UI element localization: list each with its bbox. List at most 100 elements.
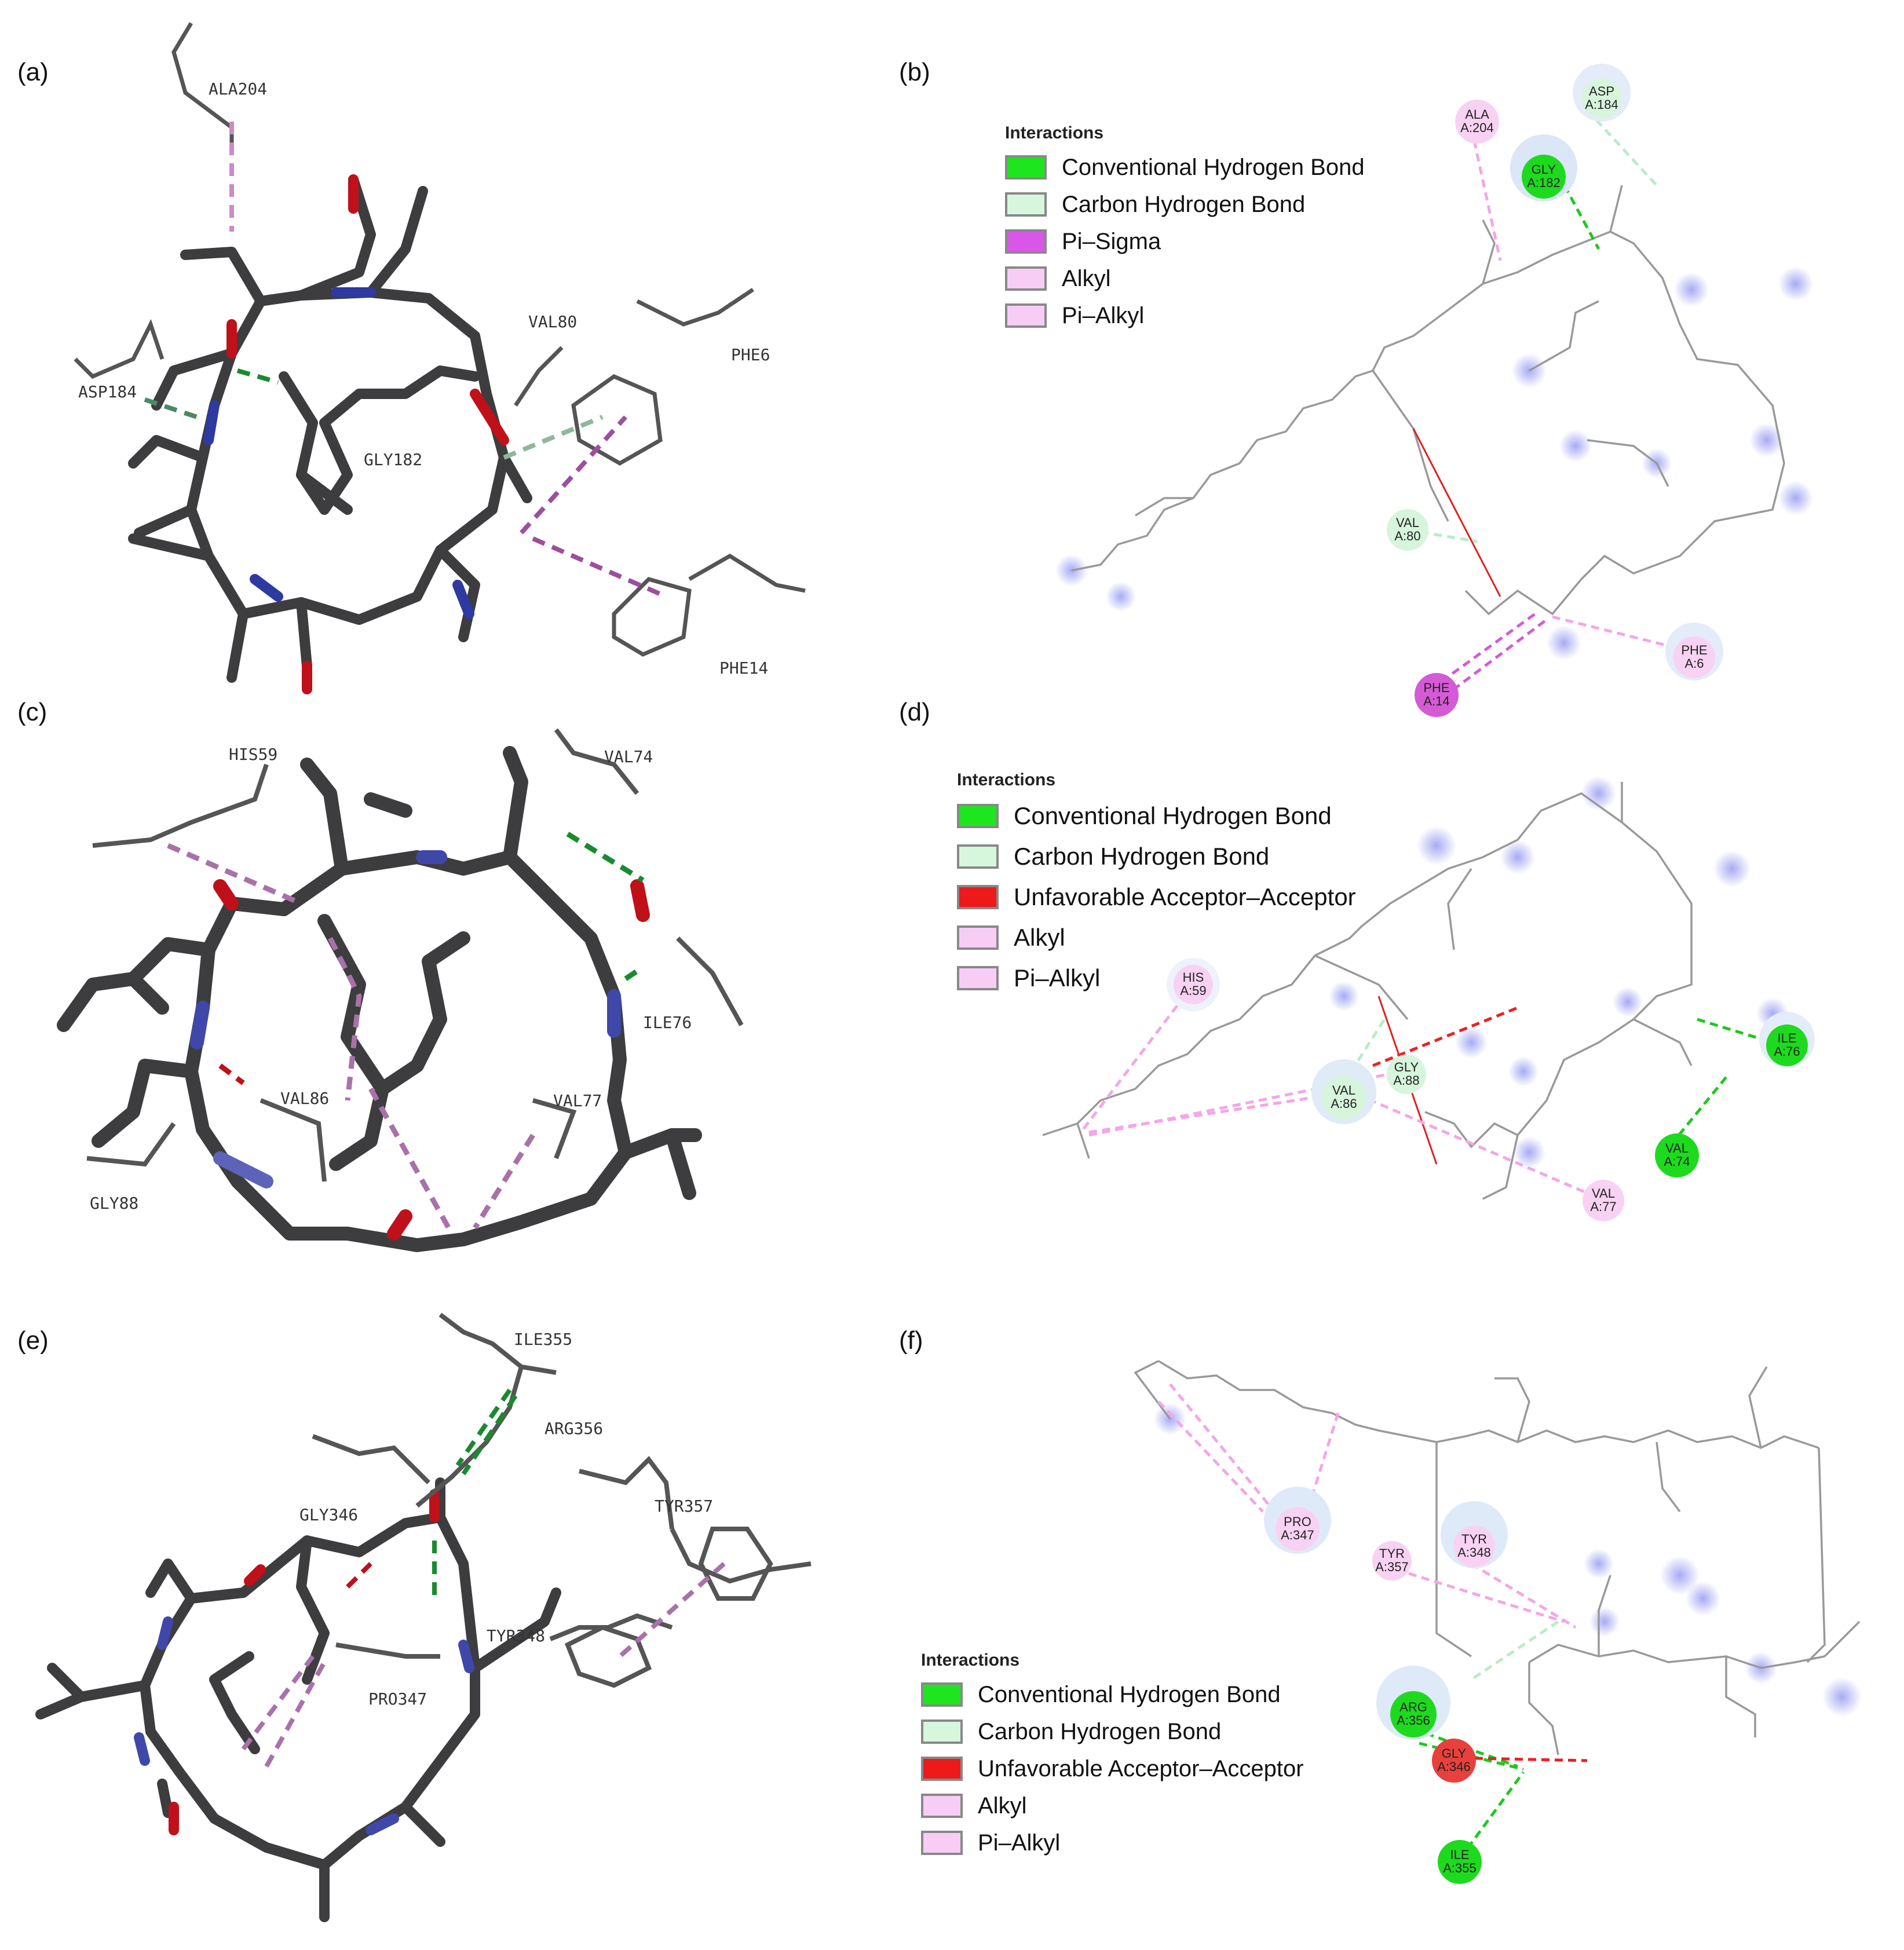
residue-circle <box>1387 1055 1426 1094</box>
residue-label: ILE355 <box>514 1330 572 1349</box>
legend-item: Pi–Alkyl <box>921 1824 1304 1861</box>
residue-label: ARG356 <box>544 1419 603 1438</box>
circle-label: A:6 <box>1684 656 1704 671</box>
legend-item: Alkyl <box>1005 260 1365 297</box>
residue-circle <box>1174 965 1213 1004</box>
circle-label: TYR <box>1379 1546 1405 1561</box>
legend-swatch <box>1005 266 1047 291</box>
legend-label: Conventional Hydrogen Bond <box>978 1681 1281 1707</box>
circle-label: A:355 <box>1443 1861 1477 1875</box>
residue-circle <box>1390 1691 1437 1737</box>
legend-swatch <box>1005 155 1047 180</box>
panel-label-b: (b) <box>899 58 930 86</box>
residue-label: VAL74 <box>604 747 653 766</box>
circle-label: TYR <box>1461 1532 1487 1546</box>
legend-item: Alkyl <box>921 1787 1304 1824</box>
legend-swatch <box>921 1719 963 1744</box>
residue-circle <box>1387 509 1428 551</box>
circle-label: PHE <box>1681 643 1707 657</box>
circle-label: PHE <box>1423 681 1449 695</box>
circle-label: VAL <box>1592 1186 1615 1201</box>
residue-label: VAL86 <box>280 1089 329 1108</box>
circle-label: A:356 <box>1397 1713 1430 1728</box>
legend-label: Conventional Hydrogen Bond <box>1014 802 1332 829</box>
residue-circle <box>1453 1525 1495 1567</box>
residue-circle <box>1276 1507 1320 1551</box>
residue-circle <box>1455 100 1499 144</box>
circle-label: A:14 <box>1423 694 1449 708</box>
residue-label: GLY88 <box>90 1194 138 1213</box>
circle-label: GLY <box>1532 162 1556 177</box>
legend-label: Carbon Hydrogen Bond <box>978 1718 1222 1744</box>
circle-label: A:76 <box>1774 1044 1800 1059</box>
legend-title: Interactions <box>1005 123 1104 142</box>
legend-swatch <box>1005 303 1047 328</box>
residue-label: GLY346 <box>299 1505 358 1524</box>
circle-label: A:346 <box>1437 1759 1471 1774</box>
panel-d-diagram: HIS A:59 VAL A:86 GLY A:88 ILE A:76 VAL … <box>1042 776 1815 1221</box>
circle-label: HIS <box>1183 970 1204 985</box>
legend-label: Conventional Hydrogen Bond <box>1062 154 1365 180</box>
legend-title: Interactions <box>957 770 1056 789</box>
legend-label: Alkyl <box>978 1792 1027 1819</box>
residue-label: HIS59 <box>229 745 277 764</box>
residue-label: TYR348 <box>487 1626 545 1645</box>
legend-swatch <box>957 925 999 950</box>
legend-title: Interactions <box>921 1651 1020 1670</box>
circle-label: VAL <box>1332 1083 1355 1097</box>
residue-label: ILE76 <box>643 1013 692 1032</box>
legend-item: Carbon Hydrogen Bond <box>921 1713 1304 1750</box>
residue-label: ASP184 <box>78 382 137 401</box>
residue-label: VAL80 <box>528 312 577 331</box>
legend-swatch <box>957 804 999 828</box>
legend-swatch <box>921 1831 963 1855</box>
panel-f-diagram: PRO A:347 TYR A:357 TYR A:348 ARG A:356 … <box>1134 1360 1862 1884</box>
legend-swatch <box>1005 192 1047 217</box>
legend-label: Pi–Alkyl <box>1014 964 1101 992</box>
legend-b: Interactions Conventional Hydrogen Bond … <box>1005 123 1365 334</box>
circle-label: ASP <box>1589 84 1614 98</box>
legend-label: Pi–Alkyl <box>1062 302 1145 328</box>
circle-label: A:204 <box>1460 120 1494 135</box>
circle-label: A:86 <box>1331 1096 1357 1111</box>
legend-f: Interactions Conventional Hydrogen Bond … <box>921 1651 1304 1861</box>
circle-label: VAL <box>1665 1141 1689 1155</box>
circle-label: GLY <box>1394 1060 1419 1074</box>
circle-label: A:348 <box>1457 1545 1491 1560</box>
residue-circle <box>1372 1541 1412 1581</box>
residue-label: GLY182 <box>364 450 422 469</box>
legend-item: Conventional Hydrogen Bond <box>957 796 1356 836</box>
legend-item: Pi–Sigma <box>1005 223 1365 260</box>
circle-label: A:77 <box>1590 1199 1616 1214</box>
circle-label: A:182 <box>1527 175 1561 190</box>
circle-label: ARG <box>1399 1700 1427 1714</box>
legend-swatch <box>921 1757 963 1781</box>
legend-label: Pi–Sigma <box>1062 228 1161 254</box>
residue-circle <box>1438 1840 1482 1884</box>
residue-circle <box>1582 79 1621 118</box>
panel-b-diagram: ALA A:204 ASP A:184 GLY A:182 VAL A:80 P… <box>1055 64 1813 717</box>
circle-label: A:59 <box>1180 983 1206 998</box>
panel-label-c: (c) <box>17 698 47 726</box>
panel-label-a: (a) <box>17 58 49 86</box>
panel-a-structure: ALA204 ASP184 VAL80 PHE6 GLY182 PHE14 <box>74 22 806 694</box>
legend-label: Unfavorable Acceptor–Acceptor <box>1014 883 1356 910</box>
panel-label-e: (e) <box>17 1326 49 1355</box>
circle-label: A:357 <box>1375 1560 1409 1574</box>
legend-item: Pi–Alkyl <box>957 958 1356 998</box>
residue-label: ALA204 <box>209 79 267 98</box>
residue-label: PHE14 <box>719 658 768 678</box>
residue-circle <box>1673 636 1715 678</box>
legend-item: Alkyl <box>957 917 1356 958</box>
circle-label: A:88 <box>1393 1073 1419 1088</box>
panel-c-structure: HIS59 VAL74 ILE76 VAL86 VAL77 GLY88 <box>57 728 744 1252</box>
panel-label-d: (d) <box>899 698 930 726</box>
residue-circle <box>1522 155 1566 199</box>
circle-label: VAL <box>1396 515 1419 530</box>
residue-circle <box>1322 1075 1366 1119</box>
residue-label: PHE6 <box>731 345 770 364</box>
legend-label: Carbon Hydrogen Bond <box>1062 191 1306 217</box>
residue-label: PRO347 <box>368 1689 427 1708</box>
legend-label: Carbon Hydrogen Bond <box>1014 843 1270 870</box>
